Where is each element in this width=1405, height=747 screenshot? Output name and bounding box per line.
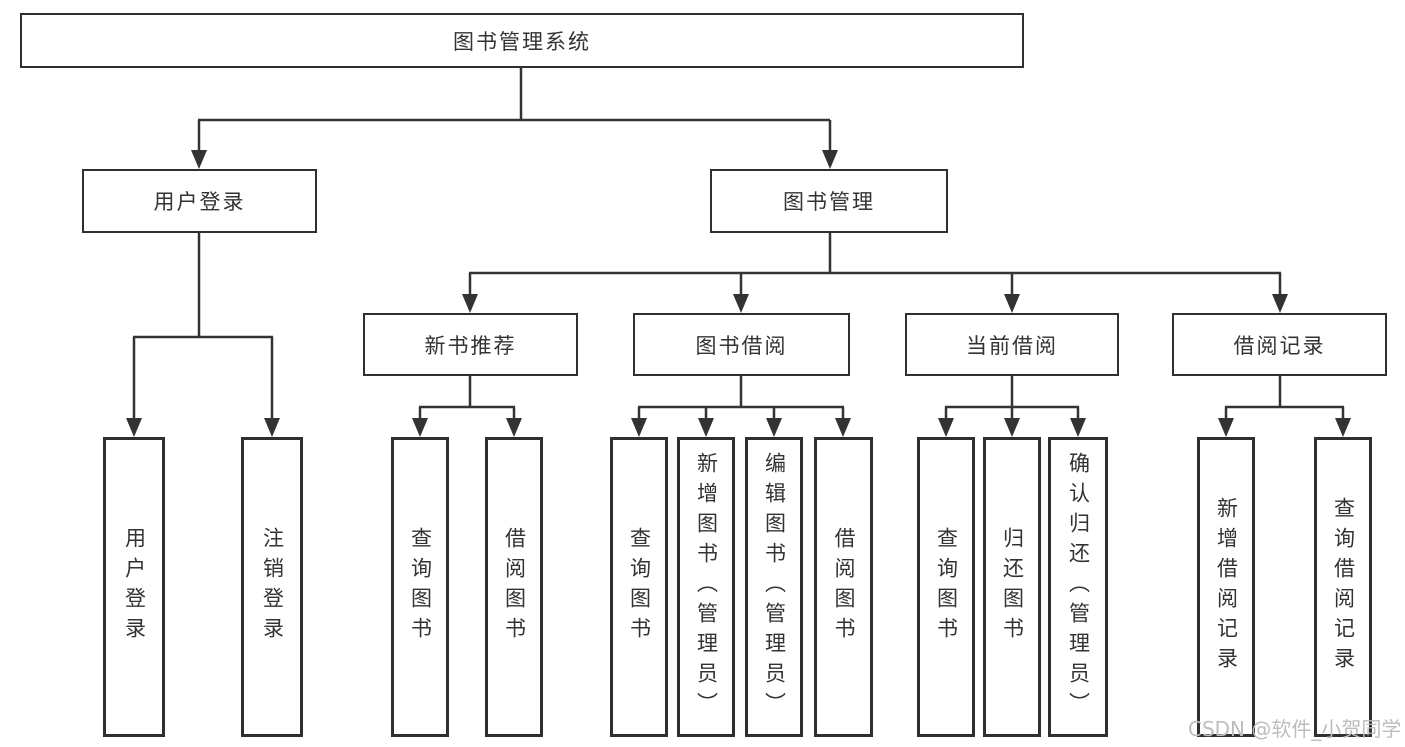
leaf-confirm-return-admin: 确认归还（管理员） (1048, 437, 1108, 737)
leaf-borrow-books: 借阅图书 (814, 437, 873, 737)
node-current-borrowing: 当前借阅 (905, 313, 1119, 376)
leaf-query-books-current: 查询图书 (917, 437, 975, 737)
leaf-user-login: 用户登录 (103, 437, 165, 737)
leaf-borrow-books-recommend: 借阅图书 (485, 437, 543, 737)
leaf-logout: 注销登录 (241, 437, 303, 737)
leaf-query-borrow-record: 查询借阅记录 (1314, 437, 1372, 737)
node-library-management-system: 图书管理系统 (20, 13, 1024, 68)
csdn-watermark: CSDN @软件_小贺同学 (1188, 717, 1402, 741)
node-borrowing-records: 借阅记录 (1172, 313, 1387, 376)
node-book-management: 图书管理 (710, 169, 948, 233)
node-user-login: 用户登录 (82, 169, 317, 233)
leaf-query-books-borrowing: 查询图书 (610, 437, 668, 737)
node-book-borrowing: 图书借阅 (633, 313, 850, 376)
leaf-add-books-admin: 新增图书（管理员） (677, 437, 735, 737)
leaf-query-books-recommend: 查询图书 (391, 437, 449, 737)
leaf-edit-books-admin: 编辑图书（管理员） (745, 437, 803, 737)
leaf-add-borrow-record: 新增借阅记录 (1197, 437, 1255, 737)
leaf-return-books: 归还图书 (983, 437, 1041, 737)
node-new-book-recommend: 新书推荐 (363, 313, 578, 376)
